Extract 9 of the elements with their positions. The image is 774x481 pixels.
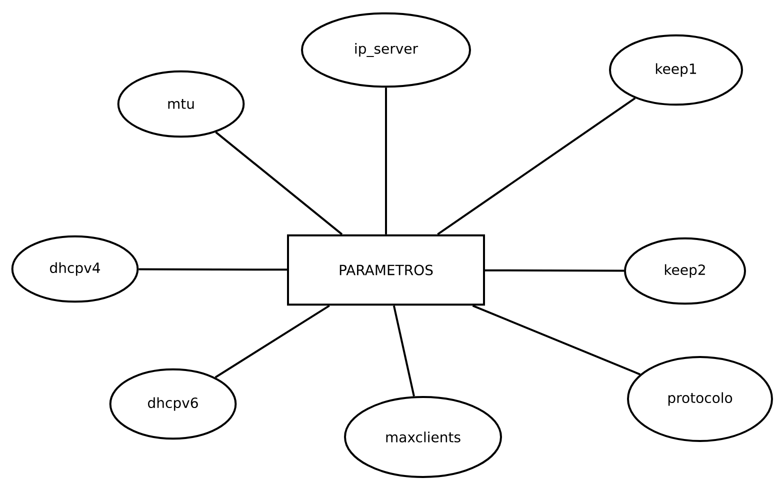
process-box: PARAMETROS (287, 234, 485, 306)
connector-line (385, 88, 387, 234)
connector-line (392, 305, 415, 396)
connector-line (215, 131, 343, 236)
connector-line (437, 97, 636, 236)
connector-line (138, 268, 288, 271)
connector-line (472, 304, 640, 376)
connector-line (214, 304, 330, 378)
connector-line (485, 269, 624, 272)
